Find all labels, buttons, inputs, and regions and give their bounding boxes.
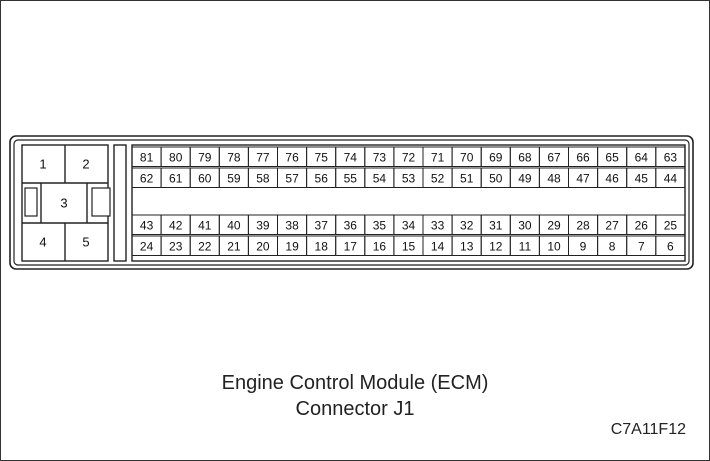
pin-label: 6 bbox=[667, 239, 674, 253]
main-block-outline bbox=[131, 144, 686, 262]
pin-label: 52 bbox=[431, 171, 445, 185]
pin-label: 62 bbox=[140, 171, 154, 185]
left-pin-label: 2 bbox=[82, 157, 89, 172]
figure-code: C7A11F12 bbox=[610, 421, 686, 438]
pin-label: 68 bbox=[518, 150, 532, 164]
pin-label: 51 bbox=[460, 171, 474, 185]
pin-label: 10 bbox=[547, 239, 561, 253]
pin-label: 16 bbox=[373, 239, 387, 253]
pin-label: 29 bbox=[547, 218, 561, 232]
pin-label: 73 bbox=[373, 150, 387, 164]
pin-label: 48 bbox=[547, 171, 561, 185]
pin-label: 24 bbox=[140, 239, 154, 253]
pin-label: 40 bbox=[227, 218, 241, 232]
pin-label: 7 bbox=[638, 239, 645, 253]
pin-label: 55 bbox=[344, 171, 358, 185]
pin-label: 13 bbox=[460, 239, 474, 253]
pin-cell bbox=[655, 235, 686, 256]
left-block-key-slot bbox=[24, 187, 38, 217]
pin-label: 76 bbox=[285, 150, 299, 164]
pin-label: 59 bbox=[227, 171, 241, 185]
pin-label: 50 bbox=[489, 171, 503, 185]
pin-label: 58 bbox=[256, 171, 270, 185]
pin-label: 81 bbox=[140, 150, 154, 164]
pin-label: 75 bbox=[315, 150, 329, 164]
connector-inner-shell bbox=[13, 139, 690, 266]
pin-label: 67 bbox=[547, 150, 561, 164]
pin-label: 28 bbox=[576, 218, 590, 232]
pin-cell bbox=[655, 167, 686, 188]
pin-label: 20 bbox=[256, 239, 270, 253]
pin-label: 56 bbox=[315, 171, 329, 185]
pin-label: 9 bbox=[580, 239, 587, 253]
left-block-notch-slot bbox=[91, 187, 111, 217]
left-pin-label: 4 bbox=[39, 235, 46, 250]
pin-label: 79 bbox=[198, 150, 212, 164]
pin-label: 41 bbox=[198, 218, 212, 232]
pin-label: 72 bbox=[402, 150, 416, 164]
pin-label: 19 bbox=[285, 239, 299, 253]
pin-label: 22 bbox=[198, 239, 212, 253]
pin-label: 37 bbox=[315, 218, 329, 232]
left-pin-label: 3 bbox=[60, 196, 67, 211]
pin-label: 60 bbox=[198, 171, 212, 185]
pin-label: 32 bbox=[460, 218, 474, 232]
pin-label: 39 bbox=[256, 218, 270, 232]
pin-label: 63 bbox=[664, 150, 678, 164]
pin-label: 53 bbox=[402, 171, 416, 185]
pin-label: 38 bbox=[285, 218, 299, 232]
pin-label: 45 bbox=[635, 171, 649, 185]
pin-label: 64 bbox=[635, 150, 649, 164]
pin-label: 71 bbox=[431, 150, 445, 164]
pin-label: 31 bbox=[489, 218, 503, 232]
pin-label: 17 bbox=[344, 239, 358, 253]
left-block-pin-labels: 1 2 3 4 5 bbox=[39, 157, 89, 250]
pin-label: 42 bbox=[169, 218, 183, 232]
left-pin-label: 5 bbox=[82, 235, 89, 250]
connector-outer-shell bbox=[9, 135, 694, 270]
left-pin-label: 1 bbox=[39, 157, 46, 172]
pin-label: 26 bbox=[635, 218, 649, 232]
pin-label: 44 bbox=[664, 171, 678, 185]
pin-label: 21 bbox=[227, 239, 241, 253]
pin-label: 57 bbox=[285, 171, 299, 185]
pin-label: 25 bbox=[664, 218, 678, 232]
pin-label: 27 bbox=[605, 218, 619, 232]
pin-label: 34 bbox=[402, 218, 416, 232]
pin-label: 70 bbox=[460, 150, 474, 164]
block-separator-wall bbox=[113, 144, 127, 262]
pin-label: 15 bbox=[402, 239, 416, 253]
pin-label: 46 bbox=[605, 171, 619, 185]
pin-label: 30 bbox=[518, 218, 532, 232]
pin-label: 12 bbox=[489, 239, 503, 253]
pin-label: 65 bbox=[605, 150, 619, 164]
pin-label: 23 bbox=[169, 239, 183, 253]
pin-label: 36 bbox=[344, 218, 358, 232]
pin-label: 49 bbox=[518, 171, 532, 185]
pin-label: 18 bbox=[315, 239, 329, 253]
pin-label: 8 bbox=[609, 239, 616, 253]
pin-label: 61 bbox=[169, 171, 183, 185]
pin-label: 47 bbox=[576, 171, 590, 185]
pin-label: 54 bbox=[373, 171, 387, 185]
pin-label: 35 bbox=[373, 218, 387, 232]
pin-label: 43 bbox=[140, 218, 154, 232]
pin-label: 33 bbox=[431, 218, 445, 232]
pin-label: 78 bbox=[227, 150, 241, 164]
caption-subtitle: Connector J1 bbox=[295, 398, 415, 420]
pin-cell bbox=[655, 214, 686, 235]
pin-label: 74 bbox=[344, 150, 358, 164]
pin-label: 11 bbox=[519, 239, 532, 253]
pin-cell bbox=[655, 146, 686, 167]
pin-label: 66 bbox=[576, 150, 590, 164]
pin-label: 69 bbox=[489, 150, 503, 164]
caption-title: Engine Control Module (ECM) bbox=[221, 372, 489, 394]
pin-label: 14 bbox=[431, 239, 445, 253]
pin-label: 77 bbox=[256, 150, 270, 164]
pin-label: 80 bbox=[169, 150, 183, 164]
